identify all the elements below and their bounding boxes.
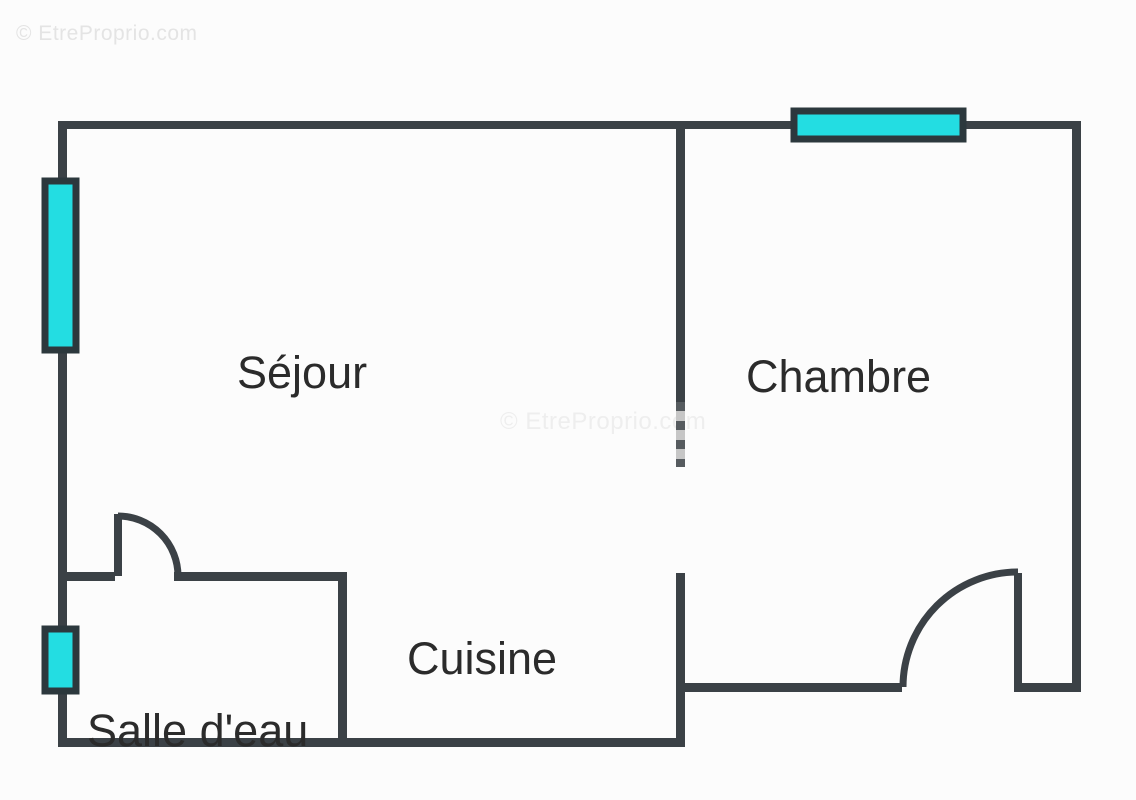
wall-salle-deau-right: [338, 572, 347, 747]
door-salle-deau-arc: [117, 512, 182, 577]
wall-salle-deau-top-right: [174, 572, 347, 581]
window-chambre-top-icon: [790, 107, 967, 143]
door-chambre-arc: [899, 568, 1019, 688]
wall-center-lower: [676, 573, 685, 747]
window-salle-deau-left-icon: [41, 625, 80, 695]
wall-chambre-bottom: [676, 683, 902, 692]
watermark-text: © EtreProprio.com: [16, 22, 198, 45]
wall-chambre-bottom-stub: [1014, 683, 1081, 692]
window-sejour-left-icon: [41, 177, 80, 354]
room-label-cuisine: Cuisine: [407, 633, 558, 684]
room-label-salle-deau: Salle d'eau WC: [87, 601, 308, 800]
room-label-chambre: Chambre: [746, 351, 932, 402]
wall-salle-deau-top-left: [58, 572, 115, 581]
room-label-salle-deau-line1: Salle d'eau: [87, 705, 309, 756]
wall-right: [1072, 121, 1081, 692]
wall-top: [63, 121, 1081, 129]
wall-center-upper: [676, 121, 685, 402]
room-label-sejour: Séjour: [237, 347, 368, 398]
wall-bottom: [58, 738, 685, 747]
wall-left: [58, 121, 67, 747]
watermark-text-faint: © EtreProprio.com: [500, 408, 707, 435]
